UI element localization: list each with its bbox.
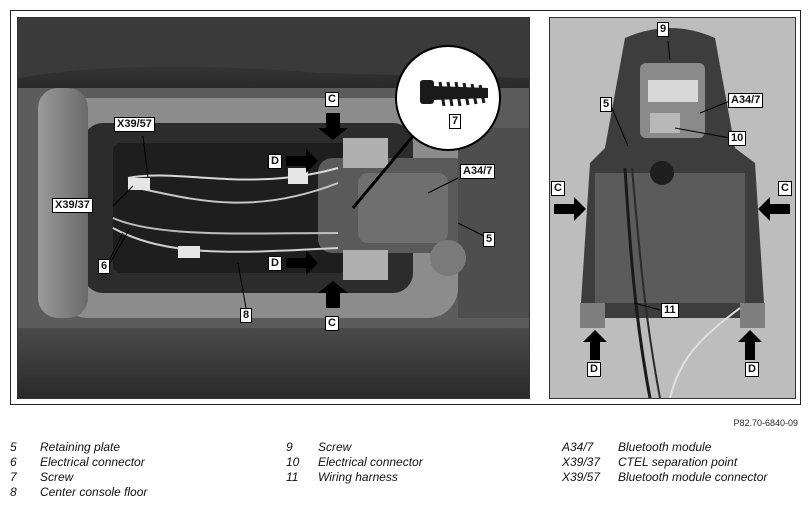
legend-text: Electrical connector	[318, 455, 423, 469]
callout-d-bottom: D	[268, 256, 282, 271]
legend-text: Screw	[318, 440, 352, 454]
callout-x39-37: X39/37	[52, 198, 93, 213]
callout-11: 11	[661, 303, 679, 318]
callout-x39-57: X39/57	[114, 117, 155, 132]
callout-6: 6	[98, 259, 111, 274]
legend-row: A34/7 Bluetooth module	[562, 440, 767, 455]
legend-text: Wiring harness	[318, 470, 398, 484]
legend-number: A34/7	[562, 440, 594, 454]
callout-a34-7: A34/7	[460, 164, 496, 179]
legend-text: Bluetooth module connector	[618, 470, 768, 484]
callout-d-right: D	[745, 362, 759, 377]
legend-row: 9 Screw	[286, 440, 423, 455]
bluetooth-module-photo	[549, 17, 796, 399]
legend-row: 8 Center console floor	[10, 485, 147, 500]
legend-row: 5 Retaining plate	[10, 440, 147, 455]
legend-row: X39/37 CTEL separation point	[562, 455, 767, 470]
callout-10: 10	[728, 131, 747, 146]
legend-number: X39/57	[562, 470, 601, 484]
legend-row: 11 Wiring harness	[286, 470, 423, 485]
legend-column-3: A34/7 Bluetooth module X39/37 CTEL separat…	[562, 440, 767, 485]
callout-7: 7	[449, 114, 462, 129]
legend-number: 6	[10, 455, 17, 469]
callout-c-bottom: C	[325, 316, 339, 331]
legend-number: 7	[10, 470, 17, 484]
legend-number: 11	[286, 470, 299, 484]
callout-c-left: C	[551, 181, 565, 196]
legend-row: X39/57 Bluetooth module connector	[562, 470, 767, 485]
callout-c-top: C	[325, 92, 339, 107]
callout-c-right: C	[778, 181, 792, 196]
legend-text: Electrical connector	[40, 455, 145, 469]
legend-number: 8	[10, 485, 17, 499]
legend-row: 7 Screw	[10, 470, 147, 485]
legend-row: 6 Electrical connector	[10, 455, 147, 470]
legend-text: Center console floor	[40, 485, 148, 499]
center-console-illustration	[18, 18, 529, 398]
callout-5-right: 5	[600, 97, 613, 112]
legend-number: 5	[10, 440, 17, 454]
callout-8: 8	[240, 308, 253, 323]
callout-a34-7-right: A34/7	[728, 93, 764, 108]
legend-row: 10 Electrical connector	[286, 455, 423, 470]
callout-d-top: D	[268, 154, 282, 169]
legend-number: X39/37	[562, 455, 601, 469]
legend-column-2: 9 Screw 10 Electrical connector 11 Wiring h…	[286, 440, 423, 485]
callout-9: 9	[657, 22, 670, 37]
callout-d-left: D	[587, 362, 601, 377]
figure-reference-id: P82.70-6840-09	[733, 418, 798, 428]
legend-column-1: 5 Retaining plate 6 Electrical connector 7…	[10, 440, 147, 500]
callout-5-left: 5	[483, 232, 496, 247]
center-console-photo	[17, 17, 530, 399]
legend-text: Retaining plate	[40, 440, 121, 454]
legend-number: 9	[286, 440, 293, 454]
legend-text: Screw	[40, 470, 74, 484]
bluetooth-module-illustration	[550, 18, 795, 398]
legend-text: CTEL separation point	[618, 455, 738, 469]
legend-text: Bluetooth module	[618, 440, 712, 454]
legend-number: 10	[286, 455, 300, 469]
